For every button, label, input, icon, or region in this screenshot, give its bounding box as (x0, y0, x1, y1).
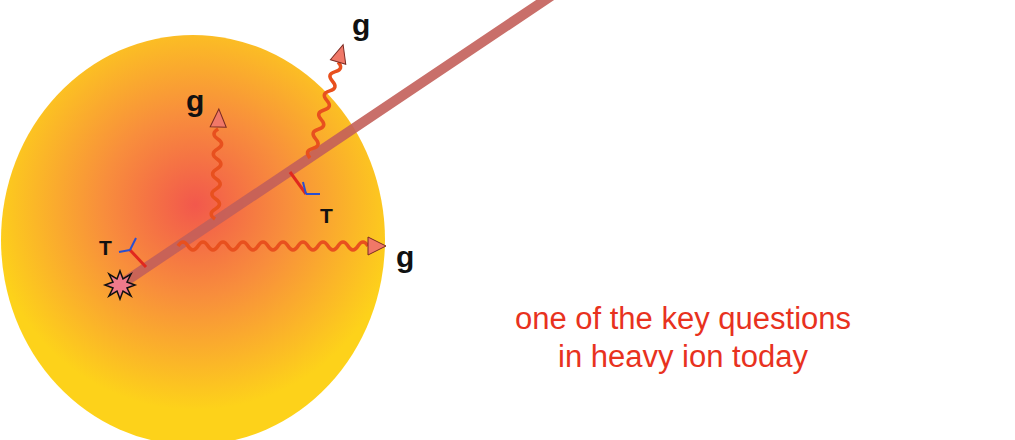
scattering-center (119, 238, 146, 267)
gluon (178, 237, 386, 255)
gluon (207, 109, 227, 219)
gluon (302, 42, 350, 160)
scattering-label: T (320, 204, 333, 228)
scattering-label: T (99, 236, 112, 260)
scattering-center (290, 172, 320, 194)
gluon-label: g (186, 84, 204, 118)
jet-line (120, 0, 566, 285)
gluon-label: g (352, 8, 370, 42)
production-star (105, 271, 135, 299)
note-text: one of the key questions in heavy ion to… (508, 300, 858, 376)
gluon-label: g (396, 240, 414, 274)
